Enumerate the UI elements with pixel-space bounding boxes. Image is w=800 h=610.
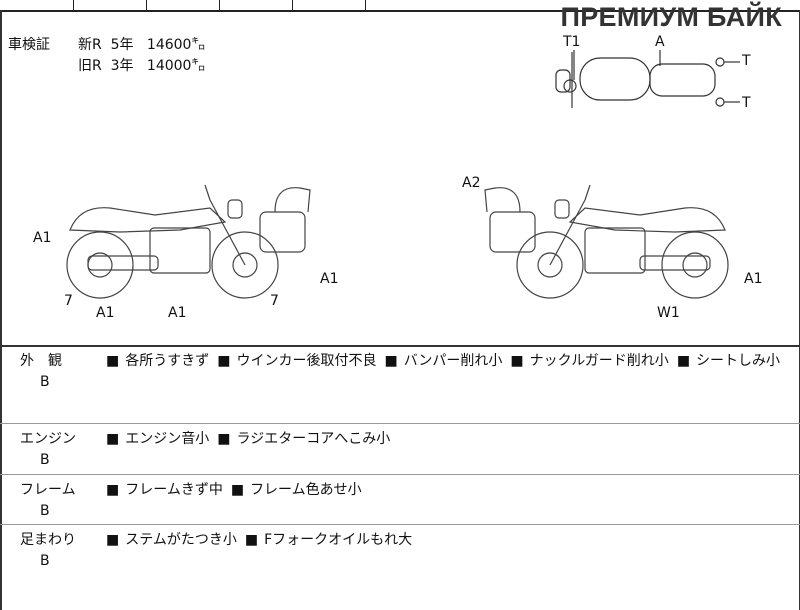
divider <box>0 423 800 424</box>
label-t-upper: T <box>742 53 751 69</box>
bullet-square-icon: ■ <box>244 532 259 548</box>
defect-item: Fフォークオイルもれ大 <box>264 532 413 548</box>
bullet-square-icon: ■ <box>106 482 120 498</box>
label-7-front: 7 <box>270 293 279 309</box>
label-t1: T1 <box>563 34 581 50</box>
section-category: フレーム <box>20 482 76 498</box>
section-items: ■ ステムがたつき小 ■ Fフォークオイルもれ大 <box>106 529 420 549</box>
old-type: 旧R <box>78 58 102 74</box>
section-grade: B <box>40 374 50 390</box>
new-years: 5年 <box>110 37 134 53</box>
label-a1-right: A1 <box>744 271 763 287</box>
label-7-rear: 7 <box>64 293 73 309</box>
bullet-square-icon: ■ <box>217 353 231 369</box>
motorcycle-right-view-diagram <box>484 184 729 299</box>
divider <box>0 474 800 475</box>
label-w1: W1 <box>657 305 680 321</box>
section-items: ■ フレームきず中 ■ フレーム色あせ小 <box>106 479 370 499</box>
label-a1-muffler: A1 <box>96 305 115 321</box>
bullet-square-icon: ■ <box>510 353 524 369</box>
defect-item: ナックルガード削れ小 <box>529 353 669 369</box>
defect-item: ラジエターコアへこみ小 <box>236 431 391 447</box>
section-items: ■ 各所うすきず ■ ウインカー後取付不良 ■ バンパー削れ小 ■ ナックルガード削れ小 ■ シー… <box>106 350 788 370</box>
defect-item: ウインカー後取付不良 <box>236 353 377 369</box>
motorcycle-left-view-diagram <box>66 184 311 299</box>
inspection-new: 新R 5年 14600㌔ <box>78 34 205 54</box>
new-type: 新R <box>78 37 102 53</box>
label-t-lower: T <box>742 95 751 111</box>
defect-item: バンパー削れ小 <box>403 353 503 369</box>
bullet-square-icon: ■ <box>230 482 245 498</box>
divider <box>0 345 800 347</box>
defect-item: フレームきず中 <box>125 482 223 498</box>
inspection-old: 旧R 3年 14000㌔ <box>78 55 205 75</box>
bullet-square-icon: ■ <box>106 353 120 369</box>
label-a1-rear-fender: A1 <box>33 230 52 246</box>
bullet-square-icon: ■ <box>106 431 120 447</box>
inspection-label: 車検証 <box>8 37 50 53</box>
old-years: 3年 <box>110 58 134 74</box>
section-items: ■ エンジン音小 ■ ラジエターコアへこみ小 <box>106 428 398 448</box>
new-mileage: 14600㌔ <box>146 37 206 53</box>
section-grade: B <box>40 503 50 519</box>
label-a: A <box>655 34 665 50</box>
old-mileage: 14000㌔ <box>146 58 206 74</box>
defect-item: ステムがたつき小 <box>125 532 237 548</box>
section-grade: B <box>40 553 50 569</box>
section-category: エンジン <box>20 431 76 447</box>
defect-item: 各所うすきず <box>125 353 210 369</box>
motorcycle-top-view-diagram <box>555 50 740 108</box>
section-category: 外 観 <box>20 353 62 369</box>
bullet-square-icon: ■ <box>384 353 398 369</box>
defect-item: エンジン音小 <box>125 431 210 447</box>
defect-item: フレーム色あせ小 <box>250 482 362 498</box>
label-a2: A2 <box>462 175 481 191</box>
bullet-square-icon: ■ <box>106 532 120 548</box>
section-category: 足まわり <box>20 532 76 548</box>
defect-item: シートしみ小 <box>696 353 781 369</box>
brand-watermark: ПРЕМИУМ БАЙК <box>560 2 782 32</box>
bullet-square-icon: ■ <box>217 431 231 447</box>
header-cells <box>0 0 800 12</box>
label-a1-front: A1 <box>320 271 339 287</box>
section-grade: B <box>40 452 50 468</box>
label-a1-engine: A1 <box>168 305 187 321</box>
divider <box>0 524 800 525</box>
bullet-square-icon: ■ <box>676 353 691 369</box>
